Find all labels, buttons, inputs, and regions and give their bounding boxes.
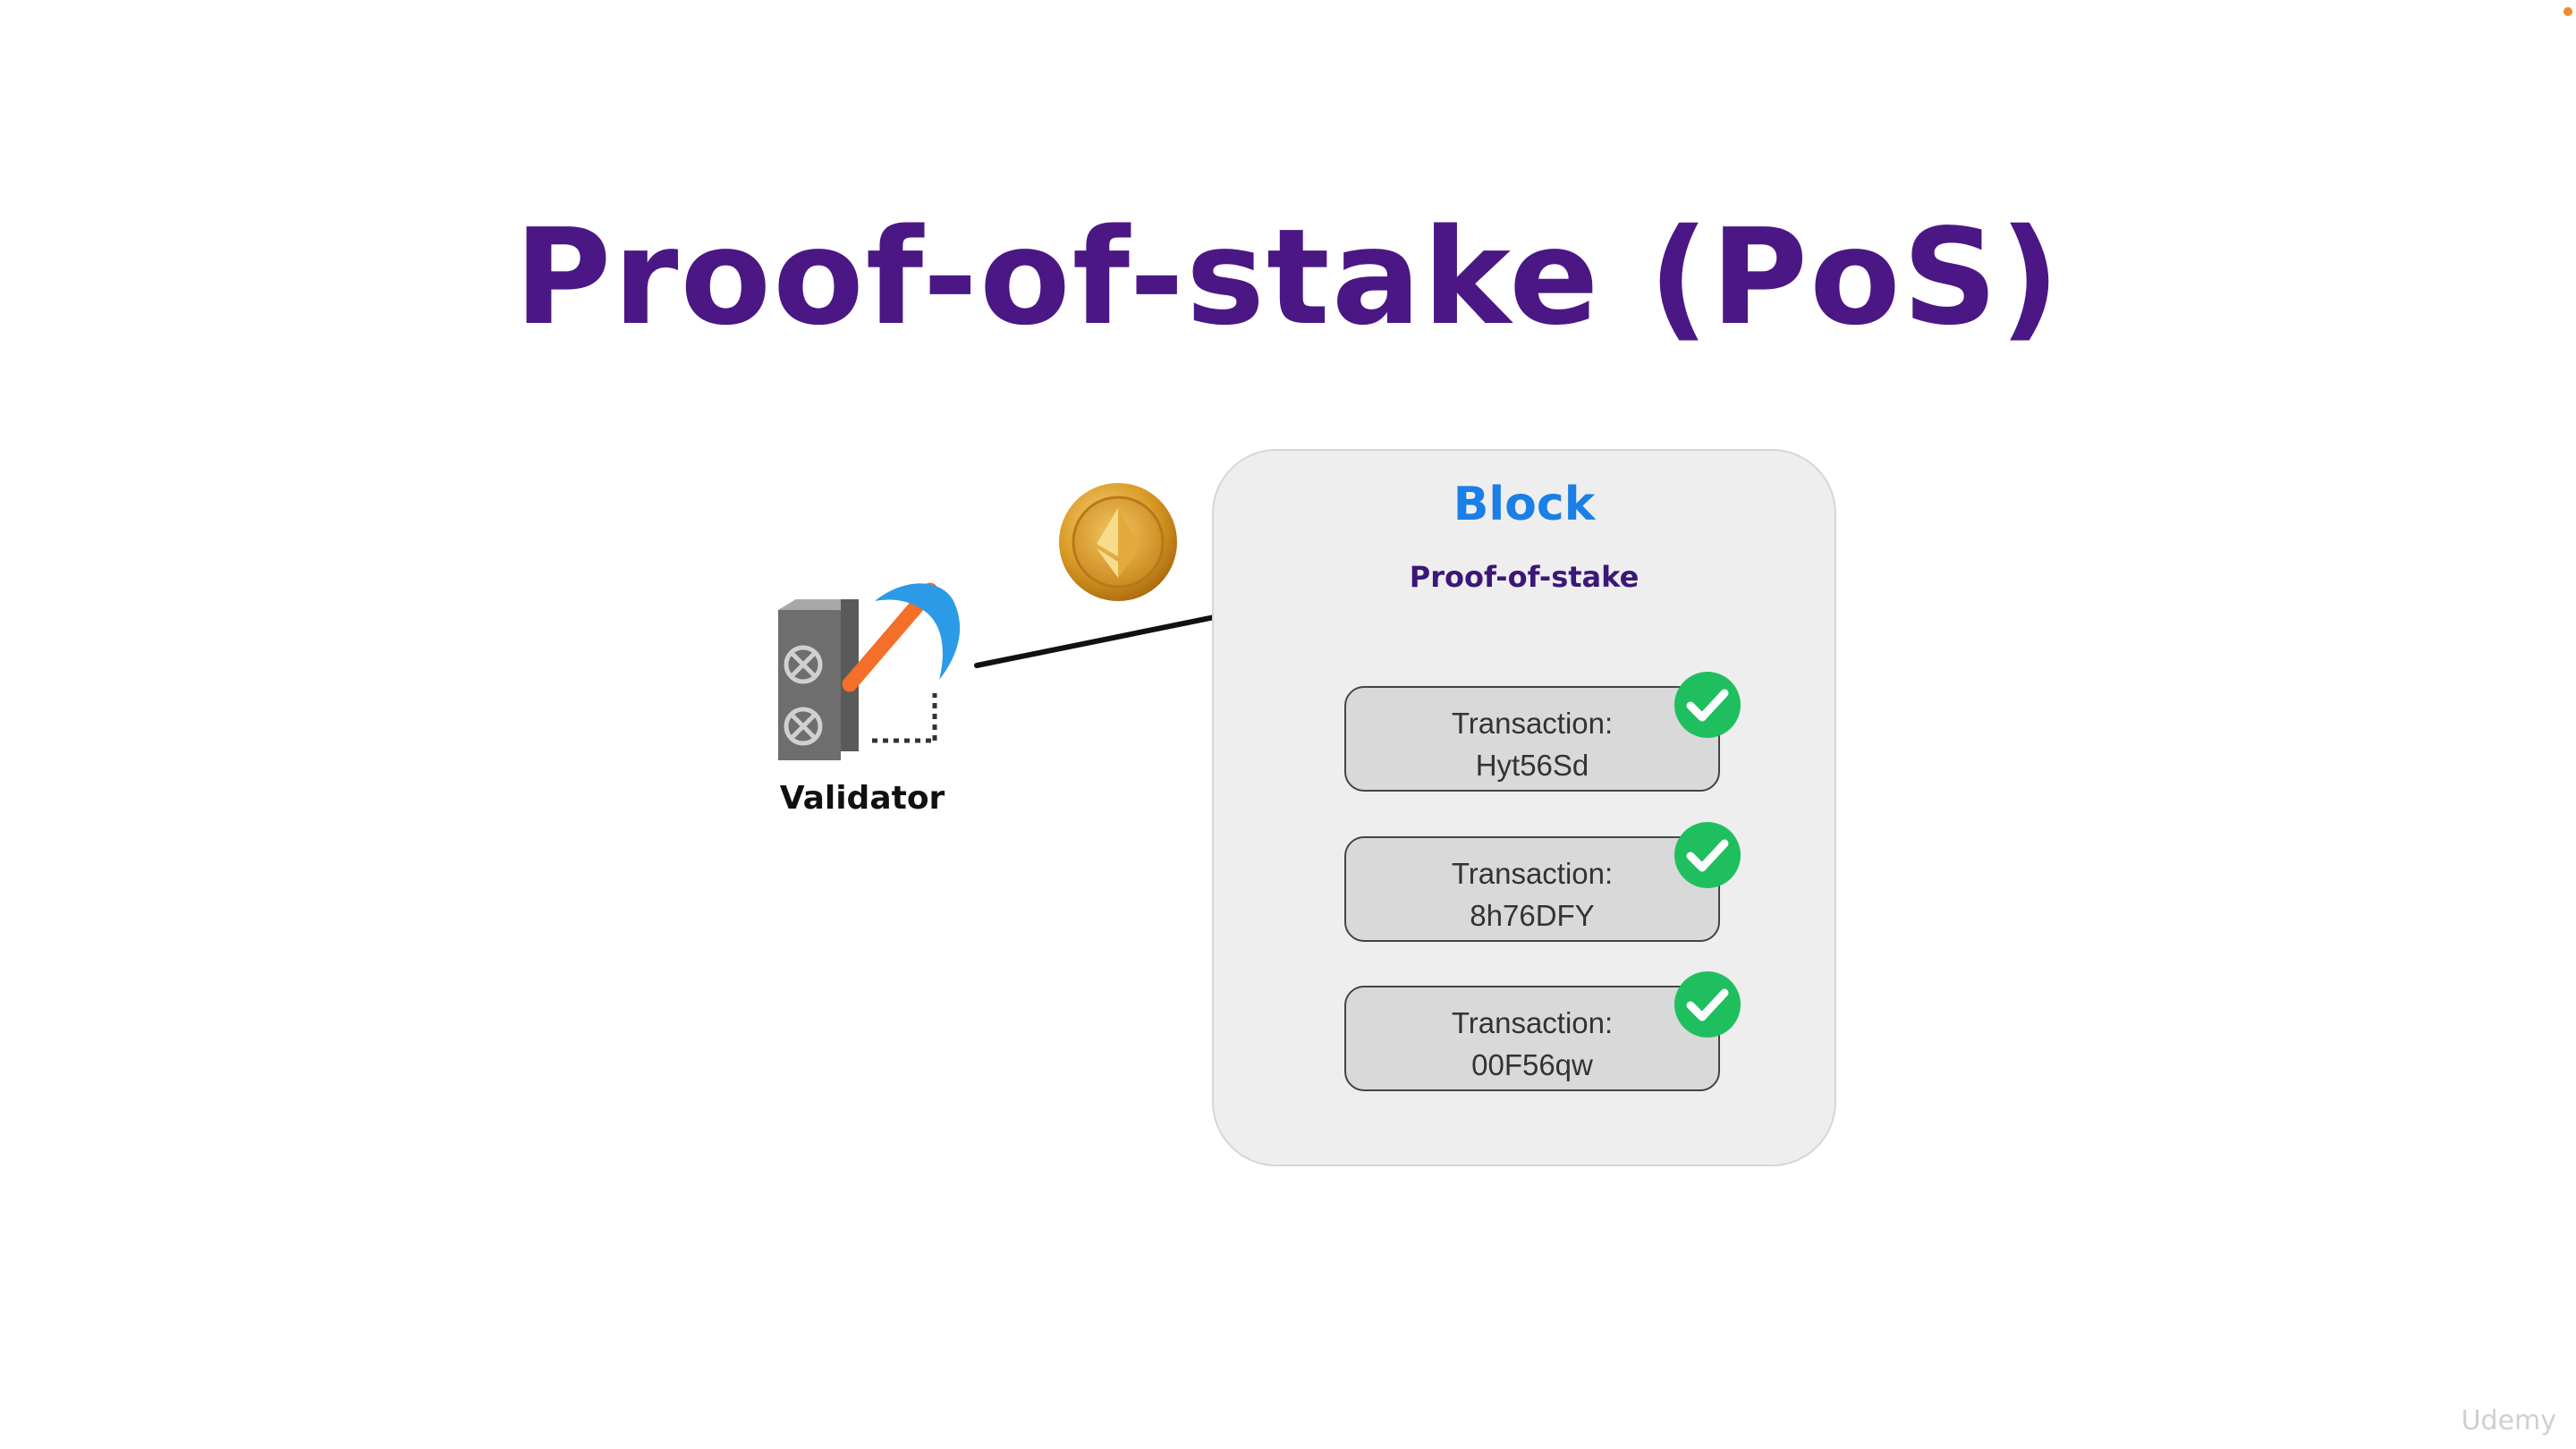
transaction-label: Transaction: [1451, 857, 1614, 890]
slide-title: Proof-of-stake (PoS) [513, 200, 2062, 354]
block-container: Block Proof-of-stake Transaction: Hyt56S… [1212, 449, 1836, 1166]
transaction-box: Transaction: Hyt56Sd [1344, 686, 1720, 792]
transaction-label: Transaction: [1451, 707, 1614, 740]
check-icon [1674, 971, 1741, 1038]
block-title: Block [1453, 478, 1596, 531]
transaction-id: 8h76DFY [1470, 899, 1595, 932]
validator-miner-icon [778, 582, 961, 760]
recording-indicator-dot [2563, 7, 2572, 16]
ethereum-coin-icon [1059, 483, 1177, 601]
transaction-id: 00F56qw [1471, 1048, 1593, 1081]
check-icon [1674, 822, 1741, 888]
transaction-label: Transaction: [1451, 1006, 1614, 1039]
udemy-watermark: Udemy [2461, 1405, 2556, 1436]
check-icon [1674, 672, 1741, 738]
validator-label: Validator [779, 780, 945, 817]
transaction-id: Hyt56Sd [1475, 749, 1589, 782]
transaction-box: Transaction: 8h76DFY [1344, 836, 1720, 942]
transaction-box: Transaction: 00F56qw [1344, 986, 1720, 1091]
block-consensus-label: Proof-of-stake [1409, 560, 1640, 594]
